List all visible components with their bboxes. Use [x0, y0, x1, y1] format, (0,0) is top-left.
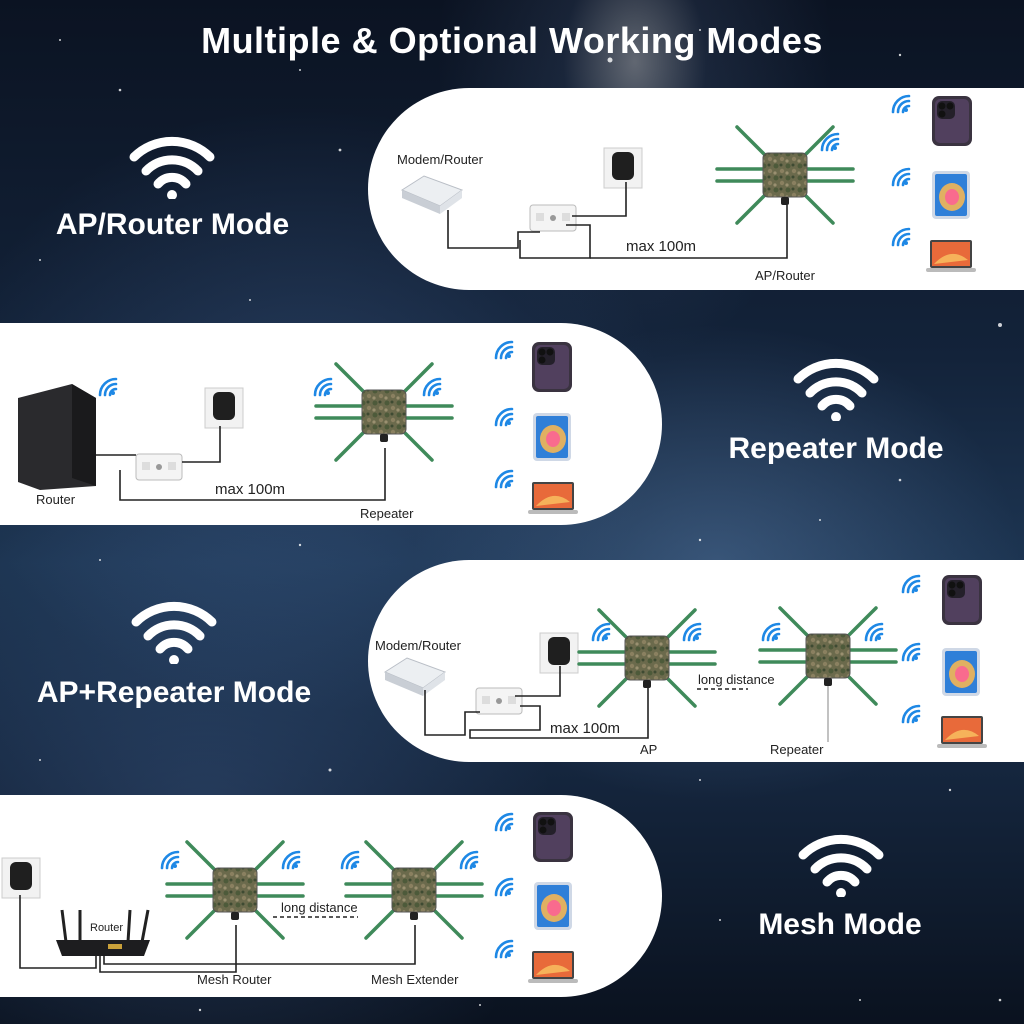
repeater-mode-label: Repeater Mode	[728, 432, 944, 465]
distance-label: max 100m	[215, 481, 286, 498]
laptop-icon	[528, 951, 578, 983]
phone-icon	[533, 812, 573, 862]
wifi-icon	[793, 358, 879, 421]
wifi-icon	[798, 834, 884, 897]
tablet-icon	[534, 882, 572, 930]
ap-router-mode-label: AP/Router Mode	[55, 208, 290, 241]
mesh-mode-label: Mesh Mode	[758, 908, 922, 941]
long-distance-label: long distance	[281, 900, 358, 915]
router-icon	[56, 909, 150, 956]
page-title: Multiple & Optional Working Modes	[201, 20, 823, 61]
power-adapter-icon	[1, 857, 41, 899]
repeater-device-label: Repeater	[770, 742, 824, 757]
router-icon	[18, 384, 96, 490]
distance-label: max 100m	[626, 238, 697, 255]
wifi-icon	[129, 136, 215, 199]
wifi-icon	[131, 601, 217, 664]
ap-router-device-label: AP/Router	[755, 268, 815, 283]
ap-repeater-mode-label: AP+Repeater Mode	[36, 676, 312, 709]
ap-router-diagram-panel	[368, 88, 1024, 290]
router-label: Router	[36, 492, 76, 507]
modem-router-label: Modem/Router	[397, 152, 483, 167]
distance-label: max 100m	[550, 720, 621, 737]
access-point-icon	[344, 840, 484, 940]
modem-router-label: Modem/Router	[375, 638, 461, 653]
mesh-extender-label: Mesh Extender	[371, 972, 459, 987]
router-label: Router	[90, 922, 124, 934]
repeater-device-label: Repeater	[360, 506, 414, 521]
ap-repeater-diagram-panel	[368, 560, 1024, 762]
access-point-icon	[165, 840, 305, 940]
long-distance-label: long distance	[698, 672, 775, 687]
ap-device-label: AP	[640, 742, 658, 757]
mesh-router-label: Mesh Router	[197, 972, 272, 987]
wifi-icon	[494, 812, 514, 959]
